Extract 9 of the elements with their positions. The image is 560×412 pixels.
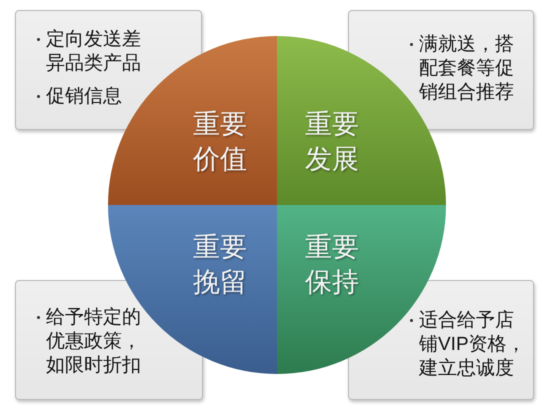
quadrant-label: 重要挽留 — [192, 231, 248, 299]
note-text: 适合给予店铺VIP资格，建立忠诚度 — [419, 309, 527, 381]
quadrant-label: 重要发展 — [304, 108, 360, 176]
note-text: 定向发送差异品类产品 — [46, 28, 142, 76]
quadrant-label: 重要保持 — [304, 231, 360, 299]
quadrant-label: 重要价值 — [192, 108, 248, 176]
note-text: 促销信息 — [46, 85, 123, 109]
note-text: 满就送，搭配套餐等促销组合推荐 — [419, 33, 515, 105]
note-text: 给予特定的优惠政策，如限时折扣 — [46, 306, 142, 378]
